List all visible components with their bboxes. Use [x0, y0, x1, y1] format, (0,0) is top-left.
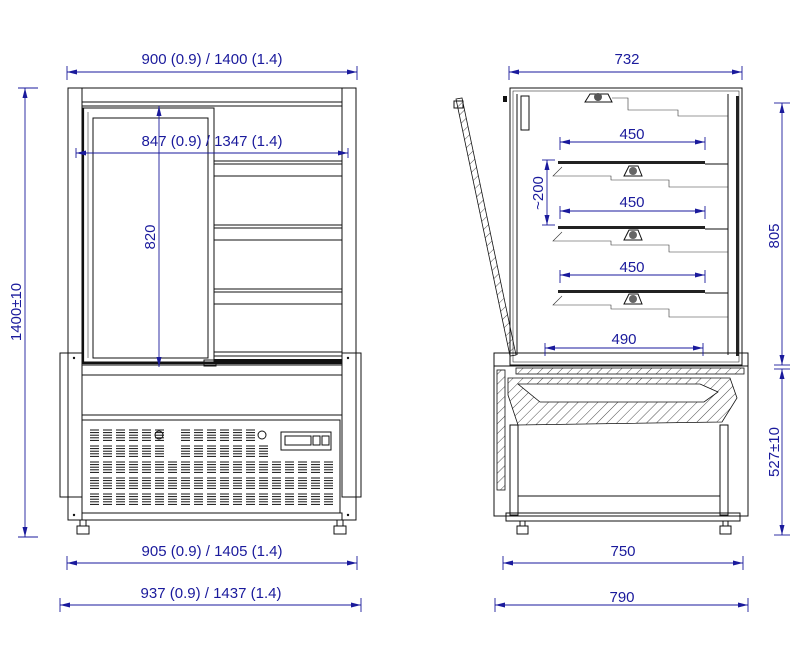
- front-view: [59, 87, 362, 535]
- arrowhead-icon: [338, 150, 348, 156]
- svg-text:527±10: 527±10: [766, 427, 783, 477]
- dim-top-depth: 732: [508, 51, 743, 80]
- open-glass-lid: [453, 97, 517, 357]
- arrowhead-icon: [544, 215, 550, 225]
- dim-shelf-spacing: ~200: [530, 159, 555, 226]
- arrowhead-icon: [779, 525, 785, 535]
- dim-base-depth: 750: [502, 543, 744, 570]
- svg-text:450: 450: [619, 259, 644, 276]
- shelves: [213, 160, 343, 305]
- dim-overall-width: 900 (0.9) / 1400 (1.4): [66, 51, 358, 80]
- arrowhead-icon: [509, 69, 519, 75]
- dim-total-width: 937 (0.9) / 1437 (1.4): [59, 585, 362, 612]
- top-canopy: [81, 101, 343, 107]
- svg-text:790: 790: [609, 589, 634, 606]
- svg-text:490: 490: [611, 331, 636, 348]
- svg-text:1400±10: 1400±10: [8, 283, 25, 341]
- svg-text:732: 732: [614, 51, 639, 68]
- svg-text:750: 750: [610, 543, 635, 560]
- arrowhead-icon: [351, 602, 361, 608]
- feet: [76, 519, 347, 535]
- arrowhead-icon: [67, 69, 77, 75]
- arrowhead-icon: [560, 272, 570, 278]
- svg-text:450: 450: [619, 126, 644, 143]
- dim-deck-depth: 490: [544, 331, 704, 356]
- arrowhead-icon: [156, 106, 162, 116]
- dimensions: 900 (0.9) / 1400 (1.4) 847 (0.9) / 1347 …: [8, 51, 790, 612]
- arrowhead-icon: [738, 602, 748, 608]
- deck-side: [515, 367, 745, 375]
- arrowhead-icon: [695, 208, 705, 214]
- dim-base-height: 527±10: [766, 368, 790, 536]
- display-deck: [81, 351, 343, 376]
- svg-text:937 (0.9) / 1437 (1.4): 937 (0.9) / 1437 (1.4): [141, 585, 282, 602]
- arrowhead-icon: [347, 69, 357, 75]
- side-view: [453, 87, 749, 535]
- arrowhead-icon: [779, 355, 785, 365]
- feet-side: [516, 520, 732, 535]
- arrowhead-icon: [67, 560, 77, 566]
- arrowhead-icon: [503, 560, 513, 566]
- shelves-side: [552, 161, 728, 318]
- svg-text:~200: ~200: [530, 176, 547, 210]
- svg-text:450: 450: [619, 194, 644, 211]
- dim-door-height: 820: [142, 106, 162, 367]
- arrowhead-icon: [695, 139, 705, 145]
- dim-upper-height: 805: [766, 102, 790, 366]
- arrowhead-icon: [22, 527, 28, 537]
- dim-inner-width: 847 (0.9) / 1347 (1.4): [75, 133, 349, 158]
- control-panel: [280, 431, 332, 451]
- dim-shelf-depth-1: 450: [559, 126, 706, 150]
- ventilation-grille: [90, 429, 333, 505]
- left-side-panel: [59, 352, 83, 498]
- arrowhead-icon: [733, 560, 743, 566]
- screw-icon: [154, 430, 164, 440]
- svg-text:905 (0.9) / 1405 (1.4): 905 (0.9) / 1405 (1.4): [142, 543, 283, 560]
- arrowhead-icon: [544, 160, 550, 170]
- arrowhead-icon: [560, 208, 570, 214]
- arrowhead-icon: [732, 69, 742, 75]
- cabinet-outline: [509, 87, 743, 366]
- right-side-panel: [341, 352, 362, 498]
- arrowhead-icon: [693, 345, 703, 351]
- arrowhead-icon: [695, 272, 705, 278]
- arrowhead-icon: [560, 139, 570, 145]
- svg-text:805: 805: [766, 223, 783, 248]
- dim-base-width: 905 (0.9) / 1405 (1.4): [66, 543, 358, 570]
- arrowhead-icon: [495, 602, 505, 608]
- arrowhead-icon: [779, 103, 785, 113]
- svg-text:820: 820: [142, 224, 159, 249]
- dim-total-depth: 790: [494, 589, 749, 612]
- dim-shelf-depth-3: 450: [559, 259, 706, 283]
- arrowhead-icon: [545, 345, 555, 351]
- arrowhead-icon: [60, 602, 70, 608]
- arrowhead-icon: [76, 150, 86, 156]
- arrowhead-icon: [156, 357, 162, 367]
- dim-shelf-depth-2: 450: [559, 194, 706, 219]
- arrowhead-icon: [779, 369, 785, 379]
- dim-overall-height: 1400±10: [8, 87, 38, 538]
- screw-icon: [257, 430, 267, 440]
- base-outline: [493, 365, 749, 517]
- svg-text:900 (0.9) / 1400 (1.4): 900 (0.9) / 1400 (1.4): [142, 51, 283, 68]
- arrowhead-icon: [22, 88, 28, 98]
- arrowhead-icon: [347, 560, 357, 566]
- svg-text:847 (0.9) / 1347 (1.4): 847 (0.9) / 1347 (1.4): [142, 133, 283, 150]
